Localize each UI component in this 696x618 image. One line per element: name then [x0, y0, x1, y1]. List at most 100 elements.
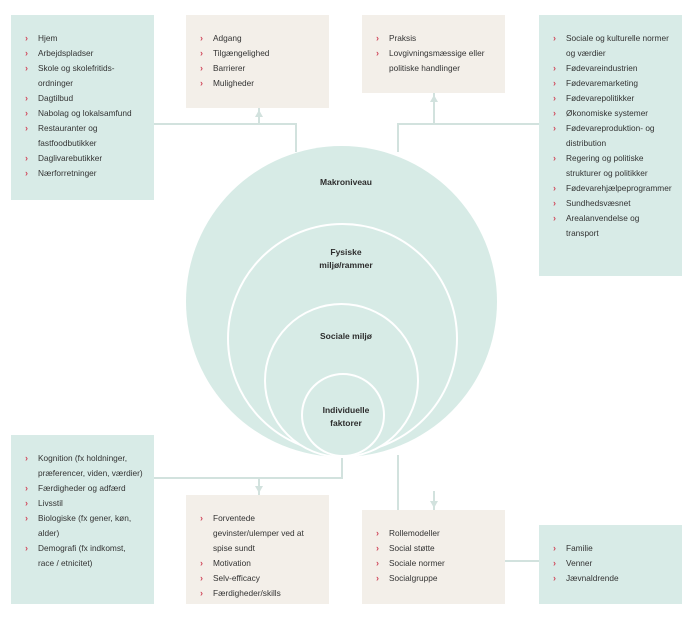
- bullet-arrow-icon: ›: [553, 153, 556, 163]
- list-item: ›Fødevareproduktion- og distribution: [553, 123, 655, 148]
- individual-factors-circle: [301, 373, 385, 457]
- bullet-arrow-icon: ›: [200, 573, 203, 583]
- list-item: ›Forventede gevinster/ulemper ved at spi…: [200, 513, 304, 553]
- individual-traits-box: ›Kognition (fx holdninger, præferencer, …: [11, 435, 154, 604]
- list-item: ›Nabolag og lokalsamfund: [25, 106, 144, 121]
- physical-access-box: ›Adgang ›Tilgængelighed ›Barrierer ›Muli…: [186, 15, 329, 108]
- bullet-arrow-icon: ›: [25, 48, 28, 58]
- bullet-arrow-icon: ›: [25, 123, 28, 133]
- list-item: ›Fødevarepolitikker: [553, 91, 672, 106]
- physical-environment-label: Fysiske miljø/rammer: [319, 247, 373, 270]
- bullet-arrow-icon: ›: [25, 108, 28, 118]
- list-item: ›Praksis: [376, 31, 495, 46]
- list-item: ›Daglivarebutikker: [25, 151, 144, 166]
- bullet-arrow-icon: ›: [376, 573, 379, 583]
- list-item: ›Barrierer: [200, 61, 319, 76]
- bullet-arrow-icon: ›: [200, 588, 203, 598]
- bullet-arrow-icon: ›: [553, 108, 556, 118]
- bullet-arrow-icon: ›: [553, 573, 556, 583]
- list-item: ›Adgang: [200, 31, 319, 46]
- list-item: ›Sociale normer: [376, 556, 495, 571]
- list-item: ›Venner: [553, 556, 672, 571]
- list-item: ›Lovgivningsmæssige eller politiske hand…: [376, 48, 485, 73]
- bullet-arrow-icon: ›: [553, 63, 556, 73]
- physical-places-box: ›Hjem ›Arbejdspladser ›Skole og skolefri…: [11, 15, 154, 200]
- list-item: ›Socialgruppe: [376, 571, 495, 586]
- bullet-arrow-icon: ›: [25, 543, 28, 553]
- bullet-arrow-icon: ›: [25, 453, 28, 463]
- list-item: ›Muligheder: [200, 76, 319, 91]
- bullet-arrow-icon: ›: [200, 513, 203, 523]
- bullet-arrow-icon: ›: [553, 93, 556, 103]
- list-item: ›Fødevareindustrien: [553, 61, 672, 76]
- list-item: ›Selv-efficacy: [200, 571, 319, 586]
- list-item: ›Nærforretninger: [25, 166, 144, 181]
- bullet-arrow-icon: ›: [200, 33, 203, 43]
- list-item: ›Skole og skolefritids-ordninger: [25, 63, 115, 88]
- list-item: ›Økonomiske systemer: [553, 106, 672, 121]
- list-item: ›Social støtte: [376, 541, 495, 556]
- bullet-arrow-icon: ›: [25, 153, 28, 163]
- list-item: ›Restauranter og fastfoodbutikker: [25, 123, 98, 148]
- macro-factors-box: ›Sociale og kulturelle normer og værdier…: [539, 15, 682, 276]
- social-roles-box: ›Rollemodeller ›Social støtte ›Sociale n…: [362, 510, 505, 604]
- macro-factors-list: ›Sociale og kulturelle normer og værdier…: [553, 31, 672, 241]
- macro-level-label: Makroniveau: [320, 177, 372, 187]
- bullet-arrow-icon: ›: [376, 528, 379, 538]
- bullet-arrow-icon: ›: [25, 63, 28, 73]
- bullet-arrow-icon: ›: [376, 558, 379, 568]
- bullet-arrow-icon: ›: [553, 198, 556, 208]
- list-item: ›Kognition (fx holdninger, præferencer, …: [25, 453, 143, 478]
- bullet-arrow-icon: ›: [200, 558, 203, 568]
- bullet-arrow-icon: ›: [553, 213, 556, 223]
- list-item: ›Regering og politiske strukturer og pol…: [553, 153, 648, 178]
- social-roles-list: ›Rollemodeller ›Social støtte ›Sociale n…: [376, 526, 495, 586]
- list-item: ›Motivation: [200, 556, 319, 571]
- list-item: ›Biologiske (fx gener, køn, alder): [25, 513, 132, 538]
- list-item: ›Hjem: [25, 31, 144, 46]
- bullet-arrow-icon: ›: [376, 543, 379, 553]
- bullet-arrow-icon: ›: [200, 63, 203, 73]
- list-item: ›Sundhedsvæsnet: [553, 196, 672, 211]
- bullet-arrow-icon: ›: [553, 183, 556, 193]
- individual-factors-label: Individuelle faktorer: [322, 405, 370, 428]
- physical-places-list: ›Hjem ›Arbejdspladser ›Skole og skolefri…: [25, 31, 144, 181]
- list-item: ›Fødevaremarketing: [553, 76, 672, 91]
- list-item: ›Rollemodeller: [376, 526, 495, 541]
- list-item: ›Tilgængelighed: [200, 46, 319, 61]
- bullet-arrow-icon: ›: [553, 543, 556, 553]
- list-item: ›Demografi (fx indkomst, race / etnicite…: [25, 543, 126, 568]
- social-people-list: ›Familie ›Venner ›Jævnaldrende: [553, 541, 672, 586]
- bullet-arrow-icon: ›: [200, 78, 203, 88]
- list-item: ›Færdigheder og adfærd: [25, 481, 144, 496]
- bullet-arrow-icon: ›: [25, 483, 28, 493]
- list-item: ›Jævnaldrende: [553, 571, 672, 586]
- physical-access-list: ›Adgang ›Tilgængelighed ›Barrierer ›Muli…: [200, 31, 319, 91]
- list-item: ›Færdigheder/skills: [200, 586, 319, 601]
- list-item: ›Livsstil: [25, 496, 144, 511]
- macro-practice-list: ›Praksis ›Lovgivningsmæssige eller polit…: [376, 31, 495, 76]
- individual-traits-list: ›Kognition (fx holdninger, præferencer, …: [25, 451, 144, 571]
- bullet-arrow-icon: ›: [25, 513, 28, 523]
- list-item: ›Arbejdspladser: [25, 46, 144, 61]
- bullet-arrow-icon: ›: [25, 168, 28, 178]
- list-item: ›Dagtilbud: [25, 91, 144, 106]
- bullet-arrow-icon: ›: [25, 33, 28, 43]
- social-environment-label: Sociale miljø: [320, 331, 372, 341]
- social-people-box: ›Familie ›Venner ›Jævnaldrende: [539, 525, 682, 604]
- bullet-arrow-icon: ›: [25, 93, 28, 103]
- bullet-arrow-icon: ›: [200, 48, 203, 58]
- bullet-arrow-icon: ›: [376, 48, 379, 58]
- bullet-arrow-icon: ›: [553, 123, 556, 133]
- individual-perceptions-list: ›Forventede gevinster/ulemper ved at spi…: [200, 511, 319, 601]
- bullet-arrow-icon: ›: [376, 33, 379, 43]
- list-item: ›Arealanvendelse og transport: [553, 213, 640, 238]
- bullet-arrow-icon: ›: [553, 558, 556, 568]
- list-item: ›Familie: [553, 541, 672, 556]
- list-item: ›Fødevarehjælpeprogrammer: [553, 181, 672, 196]
- macro-practice-box: ›Praksis ›Lovgivningsmæssige eller polit…: [362, 15, 505, 93]
- bullet-arrow-icon: ›: [553, 78, 556, 88]
- individual-perceptions-box: ›Forventede gevinster/ulemper ved at spi…: [186, 495, 329, 604]
- list-item: ›Sociale og kulturelle normer og værdier: [553, 33, 669, 58]
- bullet-arrow-icon: ›: [553, 33, 556, 43]
